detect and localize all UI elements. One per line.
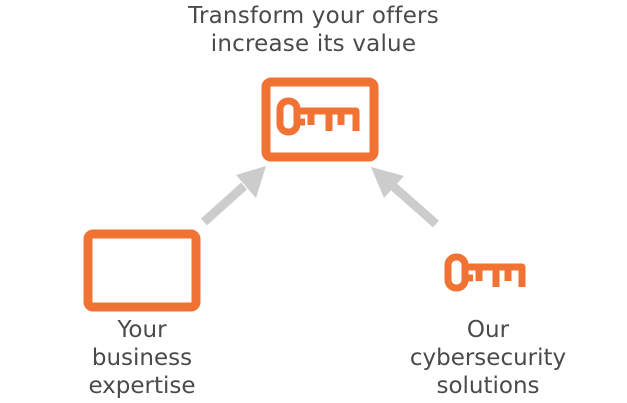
right-label-line-2: cybersecurity [409, 345, 567, 371]
label-cybersecurity-solutions: Our cybersecurity solutions [388, 316, 588, 400]
right-label-line-1: Our [466, 317, 510, 343]
title-line-2: increase its value [210, 31, 417, 57]
left-label-line-1: Your [117, 317, 167, 343]
right-label-line-3: solutions [436, 373, 540, 399]
arrow-left-to-top [200, 166, 266, 226]
left-label-line-3: expertise [88, 373, 196, 399]
label-business-expertise: Your business expertise [62, 316, 222, 400]
diagram-title: Transform your offers increase its value [0, 2, 627, 58]
arrow-right-to-top [371, 167, 439, 228]
key-in-box-icon [261, 77, 379, 162]
title-line-1: Transform your offers [188, 3, 439, 29]
empty-box-icon [83, 229, 201, 312]
left-label-line-2: business [91, 345, 193, 371]
key-icon [444, 253, 526, 292]
